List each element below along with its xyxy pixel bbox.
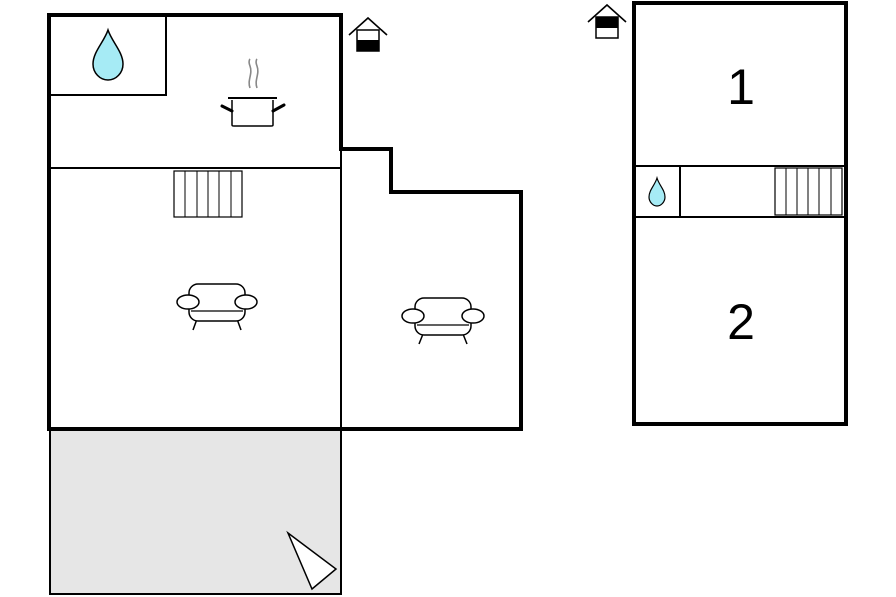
- ground-floor-outline: [47, 13, 523, 431]
- room-number-1: 1: [727, 59, 755, 115]
- house-entrance-icon: [587, 3, 627, 39]
- room-number-2: 2: [727, 294, 755, 350]
- stairs-icon: [173, 170, 243, 218]
- sofa-icon: [176, 283, 258, 331]
- wall-bathroom: [50, 16, 167, 96]
- cooking-pot-icon: [220, 58, 286, 127]
- sofa-icon: [401, 297, 485, 345]
- water-drop-icon: [92, 27, 124, 81]
- upper-floor-outline: [632, 1, 848, 426]
- water-drop-icon: [648, 175, 666, 207]
- terrace: [49, 428, 342, 595]
- compass-arrow-icon: [286, 530, 338, 591]
- ground-floor: [47, 13, 523, 595]
- stairs-icon: [774, 167, 843, 216]
- upper-floor: 1 2: [587, 1, 848, 426]
- house-entrance-icon: [348, 16, 388, 52]
